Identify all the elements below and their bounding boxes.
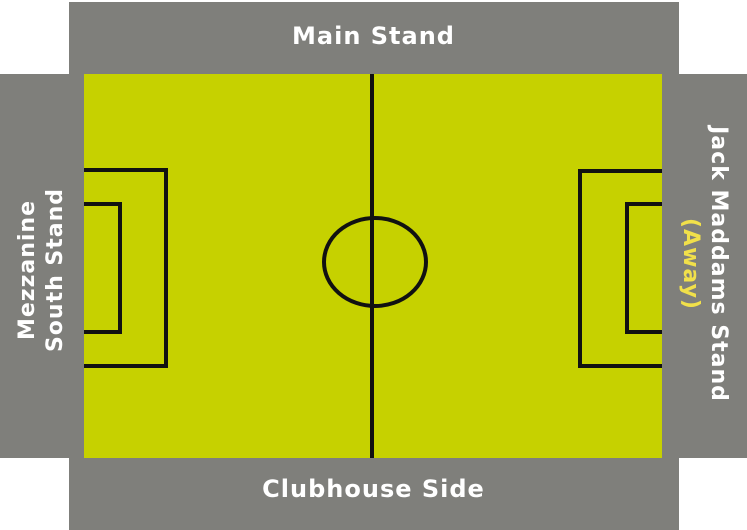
left-penalty-area bbox=[84, 168, 168, 368]
clubhouse-side-stand bbox=[69, 458, 679, 530]
left-goal-area bbox=[84, 202, 122, 334]
south-stand-label-line2: South Stand bbox=[43, 187, 68, 353]
south-stand-label: Mezzanine South Stand bbox=[14, 188, 70, 352]
away-stand-label-line1: Jack Maddams Stand bbox=[706, 126, 731, 402]
clubhouse-side-label: Clubhouse Side bbox=[262, 475, 485, 503]
mezzanine-south-stand bbox=[0, 74, 84, 458]
right-goal-area bbox=[625, 202, 662, 334]
center-circle bbox=[322, 216, 428, 308]
football-pitch bbox=[84, 74, 662, 458]
main-stand bbox=[69, 2, 679, 74]
south-stand-label-line1: Mezzanine bbox=[15, 199, 40, 341]
right-penalty-area bbox=[578, 169, 662, 368]
away-stand-label: Jack Maddams Stand (Away) bbox=[676, 126, 732, 402]
jack-maddams-stand bbox=[662, 74, 747, 458]
main-stand-label: Main Stand bbox=[292, 22, 455, 50]
away-stand-label-line2: (Away) bbox=[678, 218, 703, 310]
